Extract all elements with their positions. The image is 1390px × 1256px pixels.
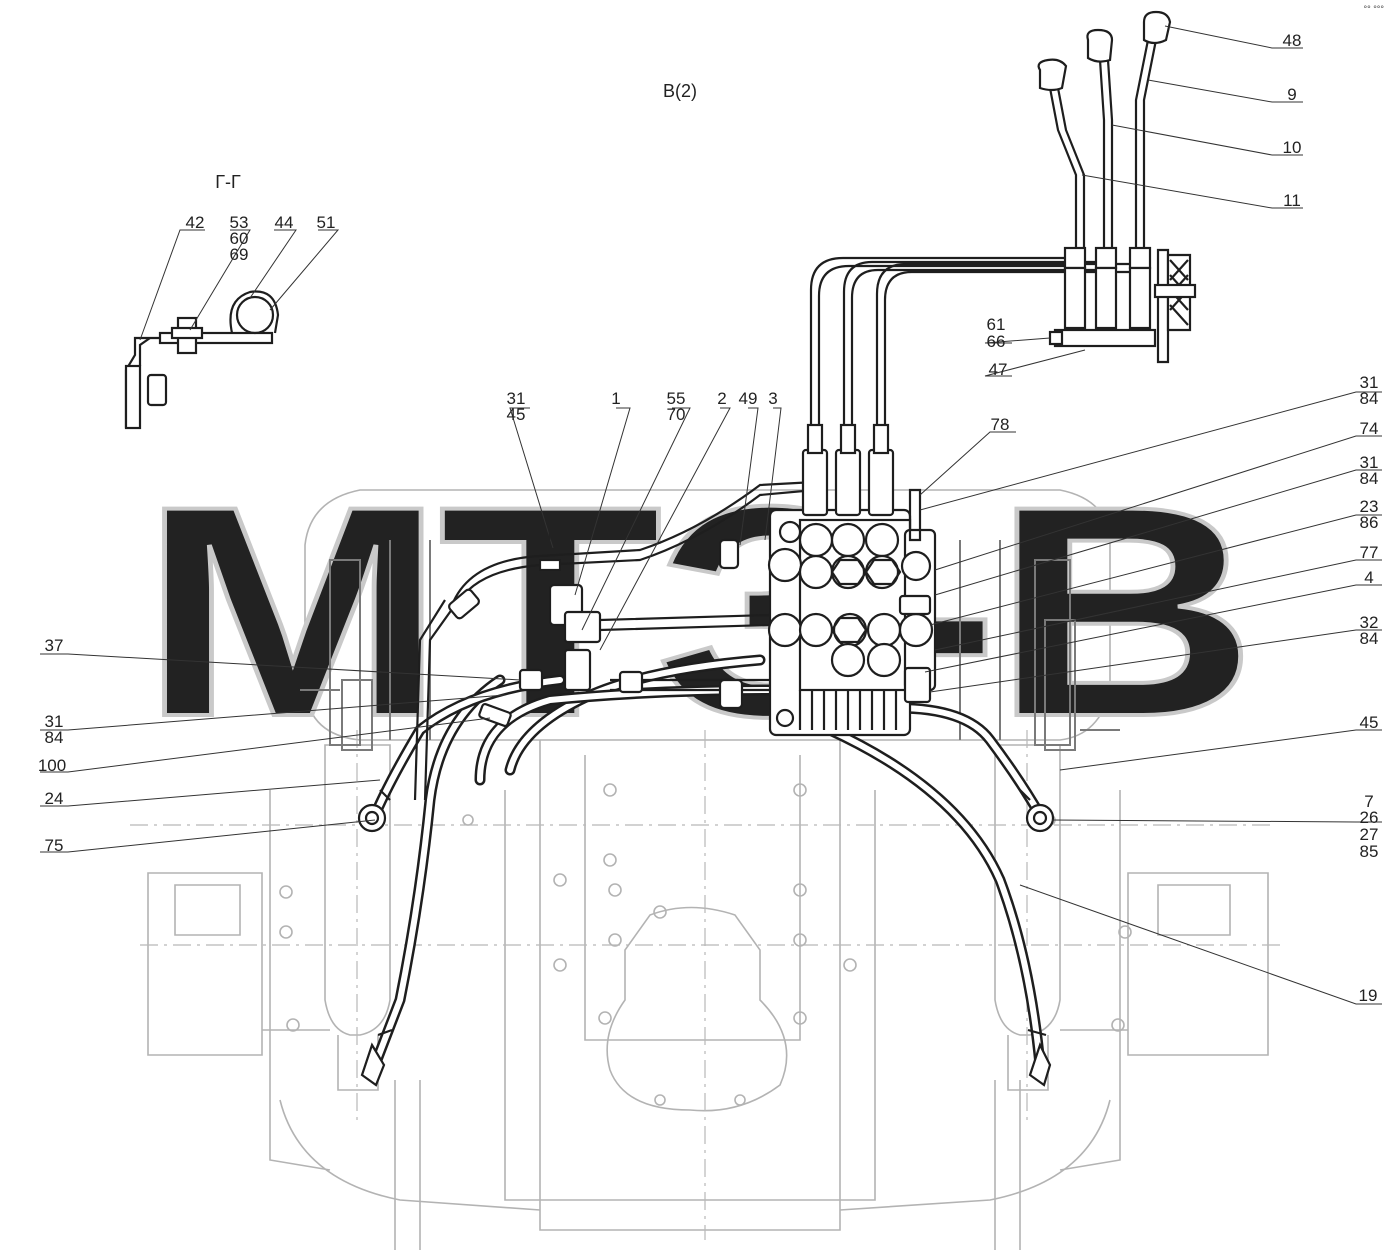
callout-44: 44 (275, 213, 294, 232)
callout-9: 9 (1287, 85, 1296, 104)
callout-4: 4 (1364, 568, 1373, 587)
callouts: 48 9 10 11 61 66 47 78 31 45 1 55 70 2 4… (38, 31, 1379, 1005)
callout-23: 23 (1360, 497, 1379, 516)
callout-26: 26 (1360, 808, 1379, 827)
callout-78: 78 (991, 415, 1010, 434)
callout-11: 11 (1283, 191, 1301, 210)
control-rods (809, 10, 1197, 425)
section-callouts: 42 53 60 69 44 51 (186, 213, 336, 264)
callout-27: 27 (1360, 825, 1379, 844)
callout-2: 2 (717, 389, 726, 408)
callout-84-d: 84 (1360, 629, 1379, 648)
callout-42: 42 (186, 213, 205, 232)
callout-84-e: 84 (45, 728, 64, 747)
callout-55: 55 (667, 389, 686, 408)
callout-51: 51 (317, 213, 336, 232)
callout-69: 69 (230, 245, 249, 264)
callout-45-b: 45 (1360, 713, 1379, 732)
callout-1: 1 (611, 389, 620, 408)
callout-100: 100 (38, 756, 66, 775)
callout-84-b: 84 (1360, 389, 1379, 408)
callout-48: 48 (1283, 31, 1302, 50)
callout-7: 7 (1364, 792, 1373, 811)
distributor-valve (767, 423, 937, 737)
frame-background (130, 489, 1280, 1250)
callout-3: 3 (768, 389, 777, 408)
callout-31-a: 31 (507, 389, 526, 408)
callout-31-b: 31 (1360, 373, 1379, 392)
callout-66: 66 (987, 332, 1006, 351)
callout-61: 61 (987, 315, 1006, 334)
callout-49: 49 (739, 389, 758, 408)
callout-37: 37 (45, 636, 64, 655)
callout-74: 74 (1360, 419, 1379, 438)
view-title: В(2) (663, 81, 697, 101)
hoses (357, 480, 1055, 1087)
callout-31-c: 31 (1360, 453, 1379, 472)
section-title: Г-Г (215, 172, 241, 192)
callout-60: 60 (230, 229, 249, 248)
callout-10: 10 (1283, 138, 1302, 157)
section-g-g-detail (124, 290, 280, 430)
callout-47: 47 (989, 360, 1008, 379)
section-marker: Г (547, 525, 556, 544)
callout-77: 77 (1360, 543, 1379, 562)
callout-45-a: 45 (507, 405, 526, 424)
callout-24: 24 (45, 789, 64, 808)
callout-19: 19 (1359, 986, 1378, 1005)
watermark-text: МТЗ-В (140, 443, 1250, 779)
callout-32: 32 (1360, 613, 1379, 632)
callout-86: 86 (1360, 513, 1379, 532)
corner-mark: °° °°° (1363, 4, 1385, 14)
callout-85: 85 (1360, 842, 1379, 861)
callout-84-c: 84 (1360, 469, 1379, 488)
callout-31-e: 31 (45, 712, 64, 731)
callout-75: 75 (45, 836, 64, 855)
callout-70: 70 (667, 405, 686, 424)
leader-lines (40, 25, 1382, 1005)
callout-53: 53 (230, 213, 249, 232)
